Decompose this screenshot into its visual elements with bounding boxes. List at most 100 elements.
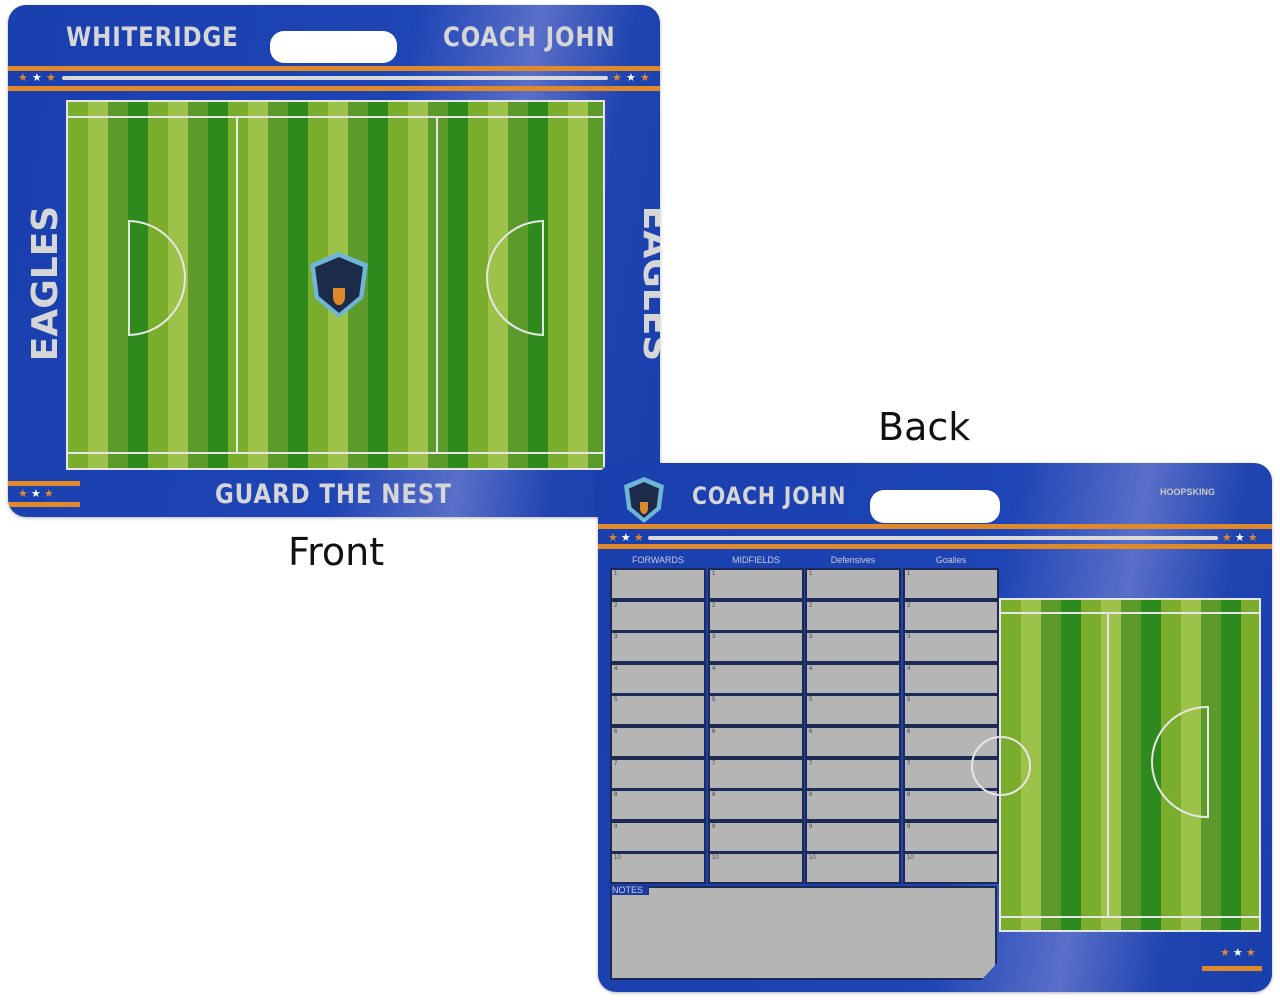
slot-number: 4 xyxy=(907,665,911,672)
roster-slot[interactable]: 5 xyxy=(610,694,706,727)
slot-number: 10 xyxy=(809,855,816,862)
roster-slot[interactable]: 4 xyxy=(903,662,999,695)
stripe xyxy=(62,76,608,80)
slot-number: 8 xyxy=(809,792,813,799)
slot-number: 5 xyxy=(809,697,813,704)
slot-number: 9 xyxy=(614,823,618,830)
column-header: FORWARDS xyxy=(631,555,684,565)
roster-slot[interactable]: 2 xyxy=(805,599,901,632)
roster-slot[interactable]: 4 xyxy=(708,662,804,695)
roster-slot[interactable]: 9 xyxy=(903,820,999,853)
slot-number: 10 xyxy=(907,855,914,862)
slot-number: 10 xyxy=(712,855,719,862)
star-icon: ★ xyxy=(32,72,42,84)
coach-name: COACH JOHN xyxy=(692,482,847,510)
stripe xyxy=(8,481,80,486)
slot-number: 7 xyxy=(809,760,813,767)
roster-slot[interactable]: 8 xyxy=(903,789,999,822)
roster-slot[interactable]: 8 xyxy=(805,789,901,822)
slot-number: 8 xyxy=(712,792,716,799)
roster-slot[interactable]: 9 xyxy=(610,820,706,853)
roster-slot[interactable]: 3 xyxy=(903,631,999,664)
roster-slot[interactable]: 3 xyxy=(708,631,804,664)
roster-slot[interactable]: 10 xyxy=(708,852,804,885)
star-icon: ★ ★ ★ xyxy=(18,488,54,500)
back-label: Back xyxy=(878,405,971,449)
stripe xyxy=(8,502,80,507)
stripe xyxy=(598,544,1272,549)
stripe xyxy=(8,86,660,91)
roster-slot[interactable]: 7 xyxy=(708,757,804,790)
slot-number: 1 xyxy=(712,571,716,577)
roster-slot[interactable]: 1 xyxy=(903,568,999,600)
roster-slot[interactable]: 2 xyxy=(903,599,999,632)
roster-slot[interactable]: 4 xyxy=(805,662,901,695)
roster-slot[interactable]: 10 xyxy=(903,852,999,885)
column-header: Defensives xyxy=(830,555,876,565)
coach-name: COACH JOHN xyxy=(443,22,616,53)
stripe xyxy=(1202,966,1262,971)
slot-number: 9 xyxy=(712,823,716,830)
slot-number: 4 xyxy=(712,665,716,672)
notes-area[interactable] xyxy=(610,886,997,980)
slot-number: 6 xyxy=(907,729,911,735)
slot-number: 9 xyxy=(907,823,911,830)
back-board: COACH JOHN HOOPSKING ★ ★ ★ ★ ★ ★ FORWARD… xyxy=(598,463,1272,992)
slot-number: 7 xyxy=(614,760,618,767)
eagle-logo xyxy=(624,477,664,523)
roster-slot[interactable]: 5 xyxy=(903,694,999,727)
roster-slot[interactable]: 1 xyxy=(610,568,706,600)
star-icon: ★ ★ ★ xyxy=(1220,947,1256,959)
team-name: WHITERIDGE xyxy=(66,22,239,53)
column-header: Goalies xyxy=(935,555,967,565)
roster-slot[interactable]: 6 xyxy=(805,726,901,758)
slot-number: 4 xyxy=(614,665,618,672)
slot-number: 3 xyxy=(712,634,716,641)
roster-slot[interactable]: 10 xyxy=(805,852,901,885)
roster-slot[interactable]: 7 xyxy=(610,757,706,790)
roster-slot[interactable]: 9 xyxy=(708,820,804,853)
slot-number: 2 xyxy=(907,602,911,609)
brand-logo: HOOPSKING xyxy=(1160,487,1216,497)
roster-slot[interactable]: 7 xyxy=(805,757,901,790)
slot-number: 7 xyxy=(712,760,716,767)
roster-slot[interactable]: 5 xyxy=(805,694,901,727)
crease-left xyxy=(128,220,186,336)
slot-number: 1 xyxy=(809,571,813,577)
roster-slot[interactable]: 6 xyxy=(610,726,706,758)
roster-slot[interactable]: 3 xyxy=(805,631,901,664)
roster-slot[interactable]: 8 xyxy=(610,789,706,822)
star-icon: ★ xyxy=(18,72,28,84)
roster-slot[interactable]: 2 xyxy=(610,599,706,632)
star-icon: ★ xyxy=(612,72,622,84)
slot-number: 5 xyxy=(712,697,716,704)
roster-slot[interactable]: 4 xyxy=(610,662,706,695)
side-text-right: EAGLES xyxy=(635,205,660,362)
slot-number: 7 xyxy=(907,760,911,767)
star-icon: ★ ★ ★ xyxy=(1222,532,1258,544)
front-board: WHITERIDGE COACH JOHN ★ ★ ★ ★ ★ ★ EAGLES… xyxy=(8,5,660,517)
roster-slot[interactable]: 6 xyxy=(708,726,804,758)
stripe xyxy=(598,524,1272,529)
roster-slot[interactable]: 10 xyxy=(610,852,706,885)
handle-cutout xyxy=(870,490,1000,523)
slot-number: 2 xyxy=(712,602,716,609)
roster-slot[interactable]: 8 xyxy=(708,789,804,822)
slot-number: 6 xyxy=(614,729,618,735)
notes-label: NOTES xyxy=(611,885,650,895)
roster-slot[interactable]: 5 xyxy=(708,694,804,727)
star-icon: ★ ★ ★ xyxy=(608,532,644,544)
star-icon: ★ xyxy=(640,72,650,84)
star-icon: ★ xyxy=(626,72,636,84)
column-header: MIDFIELDS xyxy=(731,555,780,565)
roster-slot[interactable]: 1 xyxy=(708,568,804,600)
side-text-left: EAGLES xyxy=(25,205,67,362)
slot-number: 10 xyxy=(614,855,621,862)
slot-number: 6 xyxy=(712,729,716,735)
roster-slot[interactable]: 1 xyxy=(805,568,901,600)
crease-right xyxy=(486,220,544,336)
slot-number: 3 xyxy=(614,634,618,641)
roster-slot[interactable]: 3 xyxy=(610,631,706,664)
roster-slot[interactable]: 9 xyxy=(805,820,901,853)
roster-slot[interactable]: 2 xyxy=(708,599,804,632)
